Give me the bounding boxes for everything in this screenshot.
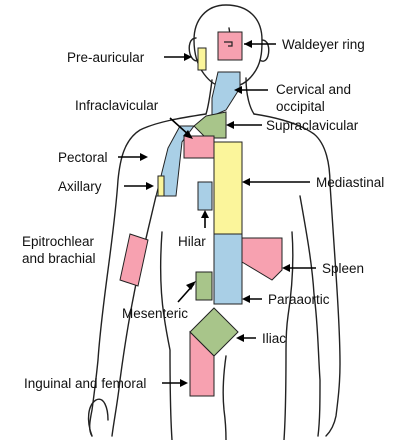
cervical-occipital-region — [211, 71, 241, 117]
lymph-regions — [119, 31, 283, 397]
label-epitrochlear-line1: Epitrochlear — [22, 234, 95, 249]
label-iliac: Iliac — [262, 331, 286, 346]
arm-inner-right — [299, 195, 321, 437]
pectoral-region — [155, 125, 195, 197]
inguinal-femoral-region — [189, 330, 215, 397]
torso-left — [159, 231, 173, 440]
labels: Waldeyer ring Pre-auricular Cervical and… — [22, 37, 384, 391]
hand-left — [87, 398, 109, 437]
arrowhead-inguinal — [180, 379, 188, 387]
arrowhead-mediastinal — [242, 178, 250, 186]
label-axillary: Axillary — [58, 179, 102, 194]
label-mesenteric: Mesenteric — [122, 306, 188, 321]
arrowhead-waldeyer — [244, 40, 252, 48]
mediastinal-region — [213, 141, 243, 235]
crotch — [222, 355, 227, 440]
spleen-region — [241, 237, 283, 281]
label-mediastinal: Mediastinal — [316, 175, 384, 190]
shoulder-right — [253, 113, 341, 437]
arrowhead-supraclavicular — [226, 121, 234, 129]
shoulder-left — [89, 113, 207, 437]
label-infraclavicular: Infraclavicular — [75, 98, 159, 113]
hilar-region — [197, 181, 213, 211]
arrowhead-pectoral — [140, 153, 148, 161]
pre-auricular-region — [197, 47, 207, 71]
label-spleen: Spleen — [322, 261, 364, 276]
arrowhead-paraaortic — [242, 295, 250, 303]
neck-right — [245, 77, 255, 115]
arrowhead-cervical — [234, 86, 242, 94]
supraclavicular-region — [193, 111, 227, 139]
arrowhead-hilar — [201, 210, 209, 218]
arrowheads — [140, 40, 290, 387]
label-pectoral: Pectoral — [58, 150, 108, 165]
torso-right — [283, 231, 294, 440]
mesenteric-region — [195, 271, 213, 301]
arrowhead-infraclavicular — [183, 130, 193, 139]
label-cervical-line2: occipital — [276, 99, 325, 114]
infraclavicular-region — [183, 135, 215, 159]
label-waldeyer-ring: Waldeyer ring — [282, 37, 365, 52]
label-pre-auricular: Pre-auricular — [67, 50, 145, 65]
label-epitrochlear-line2: and brachial — [22, 251, 96, 266]
arrowhead-spleen — [282, 264, 290, 272]
paraaortic-region — [213, 233, 243, 305]
arrowhead-mesenteric — [186, 281, 196, 290]
ear-left — [188, 37, 199, 62]
ear-right — [259, 39, 270, 62]
arrowhead-axillary — [146, 182, 154, 190]
epitrochlear-region — [119, 233, 149, 287]
body-outline — [87, 4, 341, 440]
label-hilar: Hilar — [178, 234, 206, 249]
label-inguinal-femoral: Inguinal and femoral — [24, 376, 146, 391]
label-cervical-line1: Cervical and — [276, 82, 351, 97]
label-supraclavicular: Supraclavicular — [266, 118, 359, 133]
arrowhead-iliac — [236, 334, 244, 342]
waldeyer-ring-mouth — [224, 41, 233, 47]
axillary-region — [157, 175, 165, 197]
arrowhead-pre-auricular — [184, 53, 192, 61]
neck-left — [205, 79, 213, 115]
label-paraaortic: Paraaortic — [268, 292, 330, 307]
